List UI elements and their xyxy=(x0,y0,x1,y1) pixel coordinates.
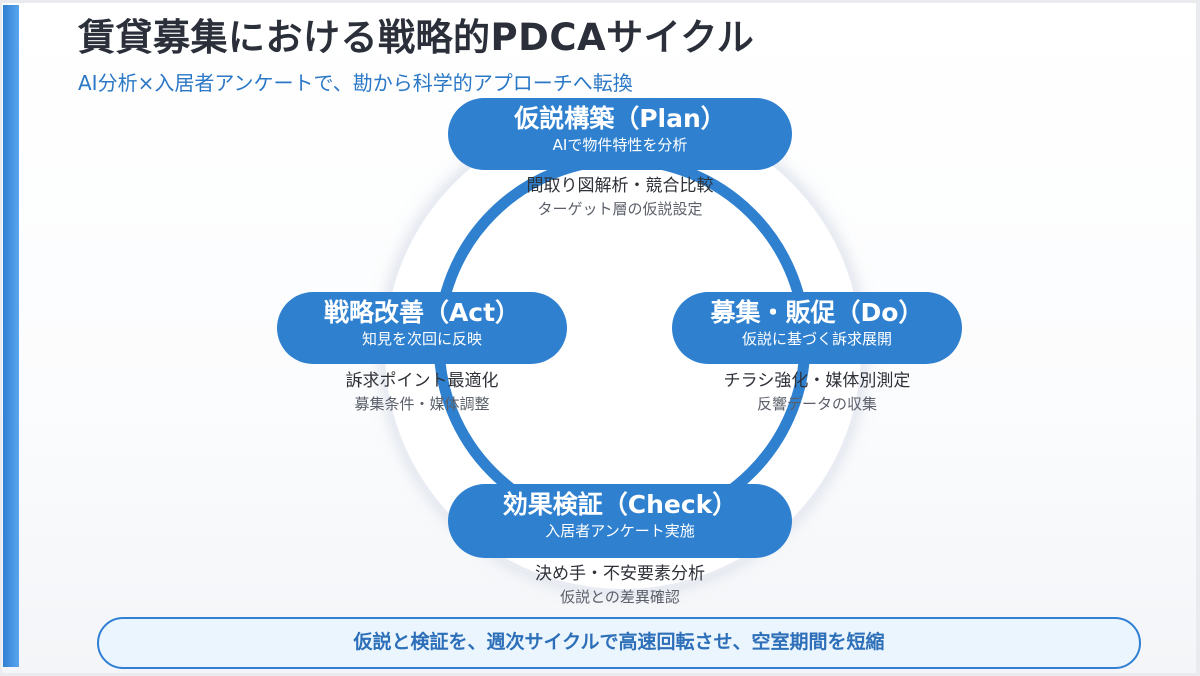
phase-do-pill: 募集・販促（Do） 仮説に基づく訴求展開 xyxy=(672,292,962,364)
phase-act-pill: 戦略改善（Act） 知見を次回に反映 xyxy=(277,292,567,364)
phase-plan-detail: 間取り図解析・競合比較 ターゲット層の仮説設定 xyxy=(448,174,792,220)
page-title: 賃貸募集における戦略的PDCAサイクル xyxy=(78,16,755,59)
slide: 賃貸募集における戦略的PDCAサイクル AI分析×入居者アンケートで、勘から科学… xyxy=(2,3,1196,673)
phase-plan-title: 仮説構築（Plan） xyxy=(514,104,726,133)
phase-check-subtitle: 入居者アンケート実施 xyxy=(545,522,695,540)
phase-do-detail-main: チラシ強化・媒体別測定 xyxy=(723,371,911,391)
phase-act-detail-sub: 募集条件・媒体調整 xyxy=(354,395,490,413)
accent-bar xyxy=(3,5,19,667)
phase-check-detail-sub: 仮説との差異確認 xyxy=(560,588,680,606)
phase-do-detail: チラシ強化・媒体別測定 反響データの収集 xyxy=(672,369,962,415)
phase-do-subtitle: 仮説に基づく訴求展開 xyxy=(741,330,892,348)
phase-act-subtitle: 知見を次回に反映 xyxy=(361,330,482,348)
phase-check-title: 効果検証（Check） xyxy=(502,490,738,519)
phase-act-detail: 訴求ポイント最適化 募集条件・媒体調整 xyxy=(277,369,567,415)
phase-check-detail: 決め手・不安要素分析 仮説との差異確認 xyxy=(448,562,792,608)
phase-do-detail-sub: 反響データの収集 xyxy=(756,395,877,413)
phase-do-title: 募集・販促（Do） xyxy=(710,298,924,327)
phase-check-detail-main: 決め手・不安要素分析 xyxy=(535,564,705,584)
summary-banner: 仮説と検証を、週次サイクルで高速回転させ、空室期間を短縮 xyxy=(97,617,1141,669)
phase-plan-pill: 仮説構築（Plan） AIで物件特性を分析 xyxy=(448,98,792,170)
phase-plan-detail-sub: ターゲット層の仮説設定 xyxy=(537,200,703,218)
phase-plan-detail-main: 間取り図解析・競合比較 xyxy=(526,176,714,196)
page-subtitle: AI分析×入居者アンケートで、勘から科学的アプローチへ転換 xyxy=(78,71,633,95)
phase-plan-subtitle: AIで物件特性を分析 xyxy=(552,136,688,154)
phase-check-pill: 効果検証（Check） 入居者アンケート実施 xyxy=(448,484,792,558)
phase-act-title: 戦略改善（Act） xyxy=(323,298,521,327)
phase-act-detail-main: 訴求ポイント最適化 xyxy=(345,371,499,391)
